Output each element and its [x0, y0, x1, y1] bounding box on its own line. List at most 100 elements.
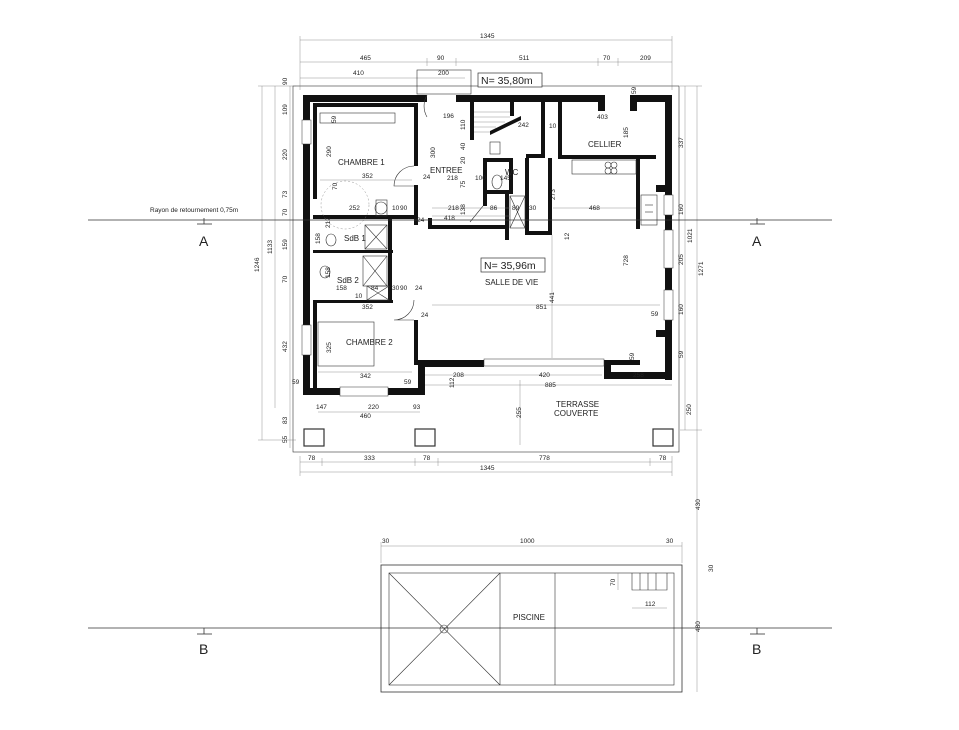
dim-c2-59b: 59 [404, 379, 412, 386]
terrace-pillars [303, 428, 674, 447]
dim-e-75: 75 [460, 180, 467, 188]
dim-top-70: 70 [603, 55, 611, 62]
section-line-a [88, 218, 832, 225]
dim-right-59: 59 [678, 350, 685, 358]
dim-c1-290: 290 [326, 146, 333, 157]
dim-t-59: 59 [629, 352, 636, 360]
dim-sv-273: 273 [550, 189, 557, 200]
dim-s-110: 110 [460, 119, 467, 130]
dim-s2-158a: 158 [325, 267, 332, 278]
dim-wc-30: 30 [529, 205, 537, 212]
dim-top-465: 465 [360, 55, 371, 62]
dim-t-112: 112 [449, 377, 456, 388]
dim-c2-147: 147 [316, 404, 327, 411]
dim-p-112: 112 [645, 601, 656, 608]
room-label-wc: WC [505, 168, 519, 177]
room-label-sdb2: SdB 2 [337, 276, 359, 285]
dim-c2-93: 93 [413, 404, 421, 411]
dim-t-420: 420 [539, 372, 550, 379]
dim-left-109: 109 [282, 104, 289, 115]
dim-ce-185: 185 [623, 127, 630, 138]
interior-dimension-lines [318, 179, 672, 445]
dim-c2-220: 220 [368, 404, 379, 411]
dim-s1-212: 212 [325, 217, 332, 228]
dim-right-30: 30 [708, 564, 715, 572]
dim-wc-89: 89 [512, 205, 520, 212]
dim-p-1000: 1000 [520, 538, 535, 545]
dim-top-511: 511 [519, 55, 530, 62]
bottom-dimensions [299, 456, 673, 476]
dim-s2-24: 24 [415, 285, 423, 292]
top-dimensions [299, 36, 673, 90]
dim-t-255: 255 [516, 407, 523, 418]
dim-p-30a: 30 [382, 538, 390, 545]
room-label-salle-de-vie: SALLE DE VIE [485, 278, 538, 287]
dim-e-218a: 218 [447, 175, 458, 182]
door-swings [393, 94, 484, 321]
dim-top-200: 200 [438, 70, 449, 77]
dim-wc-86: 86 [490, 205, 498, 212]
dim-ce-59: 59 [631, 86, 638, 94]
turning-radius-circle [320, 180, 370, 230]
dim-right-160b: 160 [678, 304, 685, 315]
dim-s2-158b: 158 [336, 285, 347, 292]
turning-radius-note: Rayon de retournement 0,75m [150, 207, 238, 214]
dim-right-1021: 1021 [687, 228, 694, 243]
section-label-a-left: A [199, 233, 209, 249]
dim-right-430: 430 [695, 499, 702, 510]
section-label-b-left: B [199, 641, 208, 657]
dim-c1-352: 352 [362, 173, 373, 180]
room-label-sdb1: SdB 1 [344, 234, 366, 243]
windows [301, 119, 674, 397]
dim-bot-78a: 78 [308, 455, 316, 462]
dim-s1-252: 252 [349, 205, 360, 212]
dim-left-159: 159 [282, 239, 289, 250]
dim-top-90: 90 [437, 55, 445, 62]
dim-c2-325: 325 [326, 342, 333, 353]
dim-left-90: 90 [282, 77, 289, 85]
dim-e-418: 418 [444, 215, 455, 222]
dim-bot-78b: 78 [423, 455, 431, 462]
dim-s2-30: 30 [392, 285, 400, 292]
dim-left-55: 55 [282, 435, 289, 443]
dim-right-480: 480 [695, 621, 702, 632]
room-label-terrasse: TERRASSE [556, 400, 599, 409]
dim-s2-84: 84 [371, 285, 379, 292]
dim-right-1271: 1271 [698, 261, 705, 276]
dim-left-1133: 1133 [267, 240, 274, 254]
dim-e-300: 300 [430, 147, 437, 158]
section-line-b [88, 627, 832, 635]
dim-c1-70: 70 [332, 182, 339, 190]
left-dimensions [258, 85, 296, 448]
dim-ce-403: 403 [597, 114, 608, 121]
dim-sv-728: 728 [623, 255, 630, 266]
dim-e-138: 138 [460, 204, 467, 215]
pool [380, 564, 683, 693]
dim-right-337: 337 [678, 137, 685, 148]
dim-s1-158: 158 [315, 233, 322, 244]
interior-walls [313, 102, 656, 391]
dim-wc-100: 100 [475, 175, 486, 182]
dim-left-432: 432 [282, 341, 289, 352]
dim-e-24b: 24 [417, 217, 425, 224]
dim-left-1246: 1246 [254, 257, 261, 272]
room-label-cellier: CELLIER [588, 140, 622, 149]
dim-wc-145: 145 [500, 175, 511, 182]
dim-c2-460: 460 [360, 413, 371, 420]
dim-s-242: 242 [518, 122, 529, 129]
dim-c1-59: 59 [331, 115, 338, 123]
dim-left-83: 83 [282, 416, 289, 424]
level-box-upper [477, 72, 543, 88]
dim-bot-333: 333 [364, 455, 375, 462]
dim-s2-352: 352 [362, 304, 373, 311]
room-label-couverte: COUVERTE [554, 409, 598, 418]
dim-bot-total: 1345 [480, 465, 495, 472]
room-label-chambre1: CHAMBRE 1 [338, 158, 385, 167]
section-label-b-right: B [752, 641, 761, 657]
dim-left-70b: 70 [282, 275, 289, 283]
dim-s2-10: 10 [355, 293, 363, 300]
dim-right-160a: 160 [678, 204, 685, 215]
fixtures [317, 112, 658, 367]
dim-sv-59: 59 [651, 311, 659, 318]
